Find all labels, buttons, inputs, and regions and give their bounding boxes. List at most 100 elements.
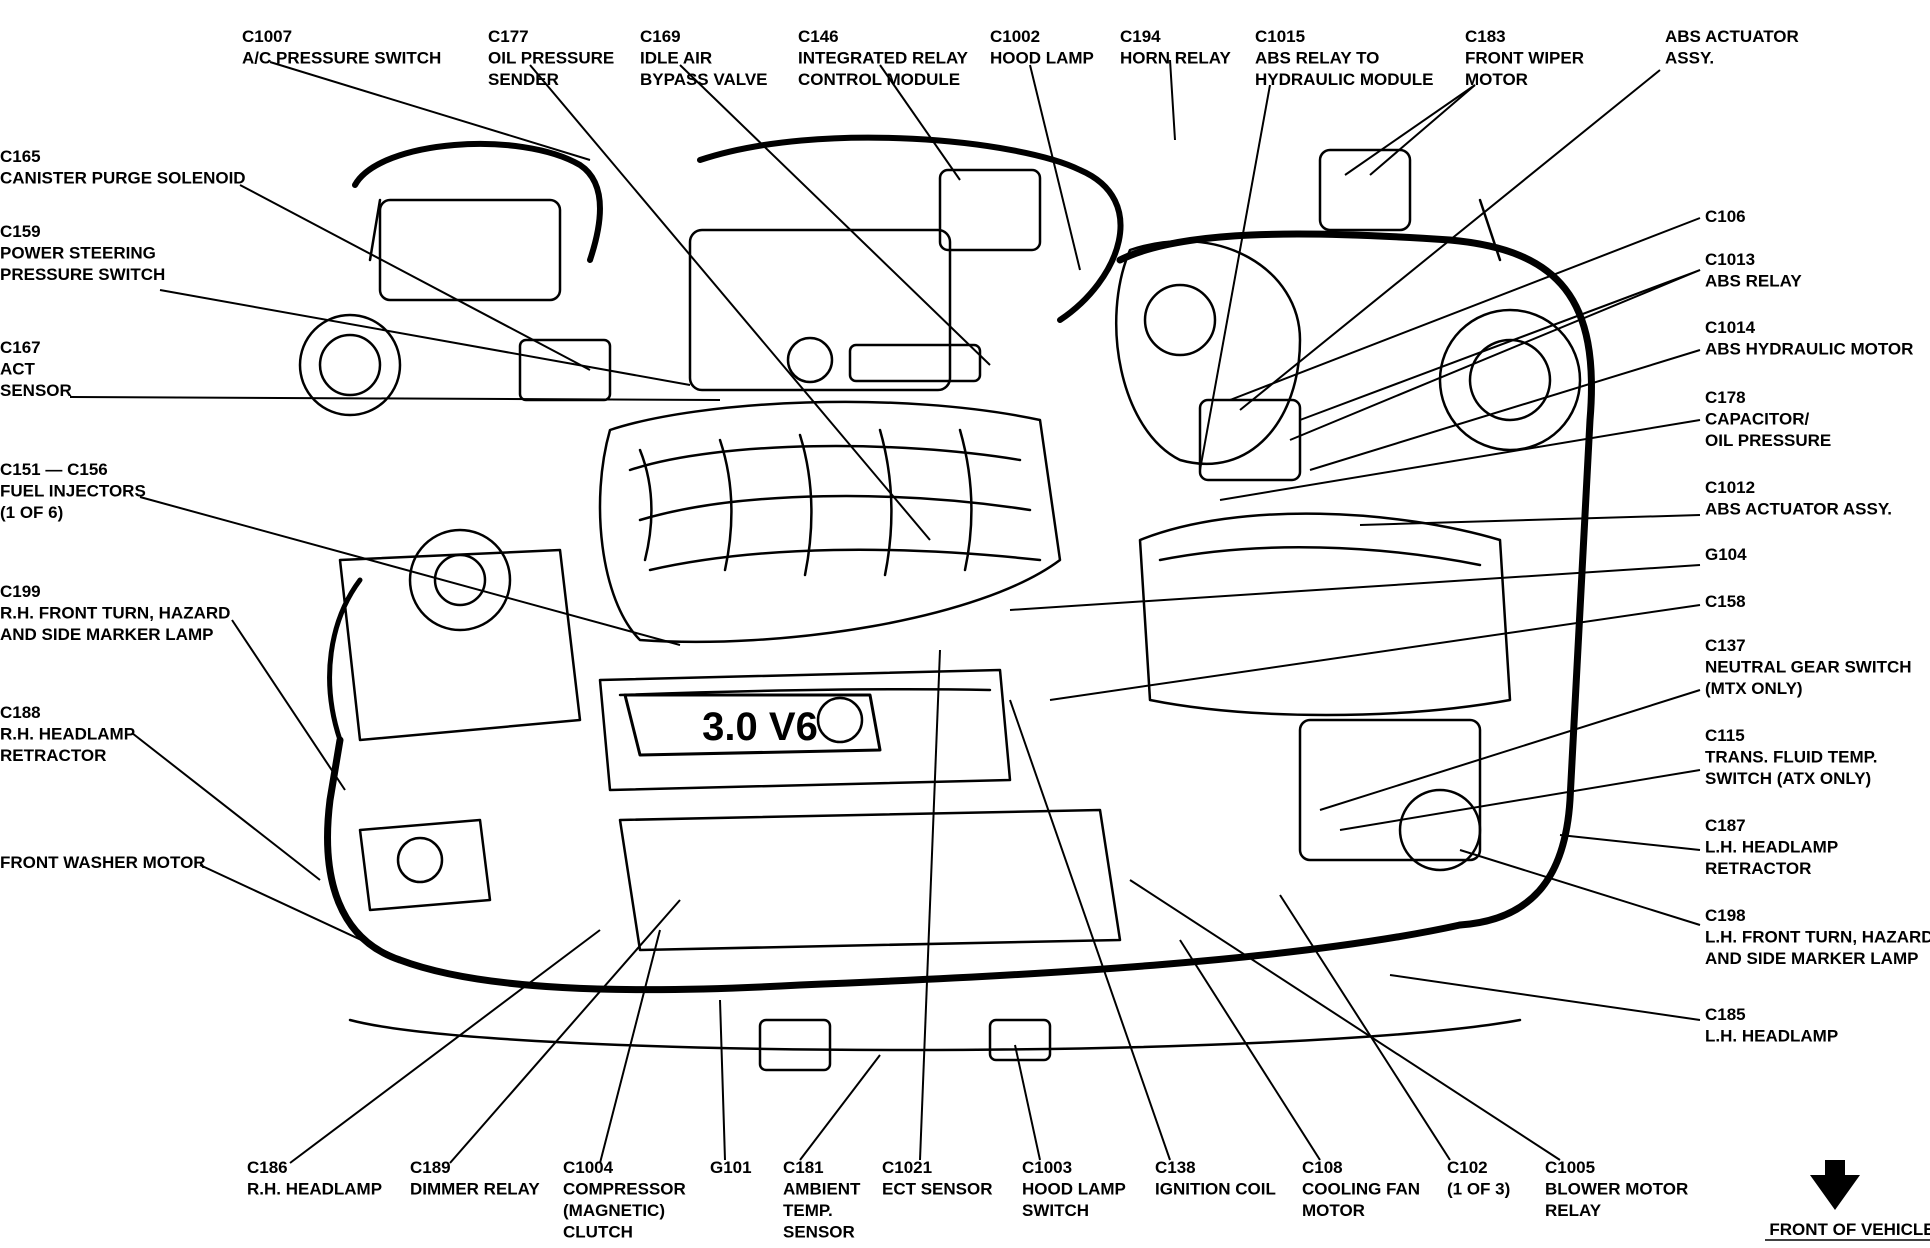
connector-description: ABS RELAY TO [1255, 49, 1379, 68]
connector-description: IGNITION COIL [1155, 1180, 1276, 1199]
leader-line-c1002 [1029, 64, 1081, 271]
connector-description: ABS RELAY [1705, 272, 1802, 291]
leader-line-c1003 [1014, 1044, 1041, 1161]
leader-line-c189 [449, 899, 681, 1164]
connector-id: C1004 [563, 1158, 614, 1177]
leader-line-c1013 [1289, 269, 1701, 441]
callout-g104: G104 [1705, 545, 1747, 564]
connector-description: CANISTER PURGE SOLENOID [0, 169, 246, 188]
leader-line-c106 [1229, 217, 1701, 401]
connector-id: C165 [0, 147, 41, 166]
connector-id: C194 [1120, 27, 1161, 46]
leader-line-c1013 [1299, 269, 1701, 421]
connector-description: HORN RELAY [1120, 49, 1231, 68]
connector-description: ABS ACTUATOR ASSY. [1705, 500, 1892, 519]
connector-id: C151 — C156 [0, 460, 108, 479]
connector-description: ABS HYDRAULIC MOTOR [1705, 340, 1913, 359]
connector-id: C159 [0, 222, 41, 241]
connector-description: ACT [0, 360, 36, 379]
leader-line-c158 [1049, 604, 1701, 701]
connector-description: INTEGRATED RELAY [798, 49, 969, 68]
leader-line-c151 [139, 496, 681, 646]
connector-description: RETRACTOR [0, 746, 106, 765]
connector-description: IDLE AIR [640, 49, 712, 68]
connector-id: G101 [710, 1158, 752, 1177]
leader-line-c1014 [1309, 349, 1701, 471]
front-of-vehicle-indicator: FRONT OF VEHICLE [1765, 1160, 1930, 1241]
connector-id: C167 [0, 338, 41, 357]
leader-line-c1021 [919, 649, 941, 1161]
connector-id: C199 [0, 582, 41, 601]
connector-description: OIL PRESSURE [488, 49, 614, 68]
connector-description: RETRACTOR [1705, 859, 1811, 878]
leader-line-c187 [1559, 834, 1701, 851]
callout-c106: C106 [1705, 207, 1746, 226]
connector-description: HYDRAULIC MODULE [1255, 70, 1434, 89]
leader-line-abs_actuator_top [1239, 69, 1661, 411]
connector-id: C158 [1705, 592, 1746, 611]
connector-description: NEUTRAL GEAR SWITCH [1705, 658, 1912, 677]
callout-washer: FRONT WASHER MOTOR [0, 853, 206, 872]
connector-description: TRANS. FLUID TEMP. [1705, 748, 1878, 767]
callout-c102: C102(1 OF 3) [1447, 1158, 1510, 1199]
connector-description: HOOD LAMP [1022, 1180, 1126, 1199]
down-arrow-icon [1810, 1175, 1860, 1210]
connector-description: R.H. HEADLAMP [0, 725, 135, 744]
connector-description: SENSOR [0, 381, 72, 400]
callout-g101: G101 [710, 1158, 752, 1177]
connector-id: C138 [1155, 1158, 1196, 1177]
connector-description: AMBIENT [783, 1180, 861, 1199]
connector-description: AND SIDE MARKER LAMP [1705, 949, 1918, 968]
leader-line-c183 [1369, 84, 1476, 176]
connector-description: (MTX ONLY) [1705, 679, 1803, 698]
leader-line-washer [199, 864, 416, 966]
connector-description: ECT SENSOR [882, 1180, 993, 1199]
leader-line-c183 [1344, 84, 1476, 176]
leader-line-c1015 [1199, 84, 1271, 471]
leader-lines [69, 59, 1701, 1164]
connector-id: ABS ACTUATOR [1665, 27, 1799, 46]
connector-description: (1 OF 6) [0, 503, 63, 522]
callout-c158: C158 [1705, 592, 1746, 611]
connector-id: C106 [1705, 207, 1746, 226]
connector-id: C188 [0, 703, 41, 722]
connector-description: BYPASS VALVE [640, 70, 768, 89]
leader-line-c177 [529, 64, 931, 541]
connector-id: C102 [1447, 1158, 1488, 1177]
connector-id: C1007 [242, 27, 292, 46]
connector-description: SWITCH [1022, 1201, 1089, 1220]
leader-line-g101 [719, 999, 726, 1161]
leader-line-c181 [799, 1054, 881, 1161]
connector-id: C177 [488, 27, 529, 46]
leader-line-c115 [1339, 769, 1701, 831]
connector-description: COOLING FAN [1302, 1180, 1420, 1199]
leader-line-c1005 [1129, 879, 1561, 1161]
connector-description: SENDER [488, 70, 559, 89]
engine-bay-illustration [298, 134, 1595, 1072]
leader-line-g104 [1009, 564, 1701, 611]
leader-line-c185 [1389, 974, 1701, 1021]
connector-id: C1002 [990, 27, 1040, 46]
leader-line-c169 [679, 64, 991, 366]
leader-line-c159 [159, 289, 691, 386]
connector-description: TEMP. [783, 1201, 833, 1220]
connector-id: C183 [1465, 27, 1506, 46]
connector-id: C186 [247, 1158, 288, 1177]
